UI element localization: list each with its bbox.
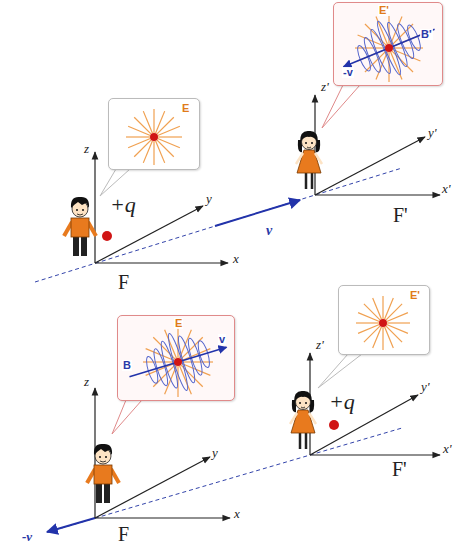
field-line	[373, 327, 382, 348]
bubble-tail	[112, 400, 142, 434]
magnetic-field-loop	[165, 332, 190, 391]
axis-label: y	[212, 446, 218, 459]
field-line	[385, 327, 394, 348]
field-line	[386, 304, 402, 320]
field-line	[387, 325, 408, 334]
axis-label: y'	[428, 126, 437, 139]
field-line	[385, 298, 394, 319]
axis-label: v	[266, 224, 272, 238]
field-line	[382, 296, 383, 319]
frame-label: +q	[329, 391, 355, 413]
field-line	[158, 126, 180, 135]
observer	[290, 391, 316, 449]
field-line	[382, 327, 383, 350]
speech-bubble: E Bv	[117, 315, 235, 401]
field-label: E	[174, 318, 183, 329]
field-line	[364, 304, 380, 320]
observer	[296, 131, 322, 189]
motion-line	[35, 168, 402, 282]
field-line	[358, 325, 379, 334]
speech-bubble: E' B' -v	[333, 2, 443, 86]
field-line	[386, 326, 402, 342]
field-line	[356, 322, 379, 323]
velocity-arrow	[47, 518, 95, 532]
field-line	[355, 47, 385, 48]
field-line	[364, 326, 380, 342]
field-label: v	[218, 334, 226, 345]
field-line	[373, 298, 382, 319]
charge	[102, 231, 112, 241]
field-line	[146, 364, 175, 376]
field-line	[182, 349, 211, 361]
axis-label: z	[84, 375, 89, 388]
charge	[379, 319, 387, 327]
field-line	[157, 140, 174, 157]
bubble-tail	[100, 169, 130, 196]
field-line	[143, 361, 174, 362]
field-line	[134, 117, 151, 134]
charge	[150, 133, 158, 141]
axis-label: x	[234, 507, 240, 520]
axis-label: y'	[421, 380, 430, 393]
axis-label: x	[233, 252, 239, 265]
speech-bubble: E	[108, 98, 200, 170]
field-line	[143, 141, 152, 163]
field-line	[134, 140, 151, 157]
axis-label: x'	[443, 442, 452, 455]
axis-label: -v	[22, 530, 32, 543]
charge	[174, 358, 182, 366]
field-label: B	[122, 360, 132, 371]
axis-label: z'	[321, 80, 329, 93]
velocity-axis	[129, 347, 226, 377]
field-line	[358, 313, 379, 322]
field-line	[143, 111, 152, 133]
axis-label: x'	[442, 182, 451, 195]
observer	[64, 197, 96, 256]
motion-line	[48, 428, 402, 532]
field-line	[156, 111, 165, 133]
bubble-tail	[318, 354, 362, 388]
field-label: E	[181, 103, 190, 114]
speech-bubble: E'	[338, 285, 430, 355]
axes	[95, 388, 230, 518]
velocity-axis	[343, 29, 434, 67]
field-line	[157, 117, 174, 134]
field-line	[156, 141, 165, 163]
frame-label: F	[118, 524, 129, 544]
field-line	[128, 139, 150, 148]
field-line	[153, 109, 154, 133]
frame-label: F	[118, 272, 129, 292]
charge	[385, 44, 393, 52]
velocity-arrow	[215, 200, 300, 226]
axis-label: y	[206, 192, 212, 205]
observer	[87, 444, 119, 503]
field-line	[158, 136, 182, 137]
field-line	[387, 313, 408, 322]
frame-label: F'	[393, 205, 408, 225]
field-label: E'	[409, 290, 421, 301]
field-line	[387, 322, 410, 323]
field-line	[158, 139, 180, 148]
axes	[310, 353, 440, 455]
field-line	[182, 361, 213, 362]
field-line	[393, 47, 423, 48]
field-line	[128, 126, 150, 135]
charge	[329, 420, 339, 430]
field-label: B'	[420, 29, 433, 40]
field-label: -v	[342, 67, 354, 78]
field-line	[153, 141, 154, 165]
frame-label: +q	[110, 194, 136, 216]
axis-label: z'	[316, 338, 324, 351]
field-line	[126, 136, 150, 137]
magnetic-field-loop	[374, 20, 403, 76]
field-label: E'	[378, 5, 390, 16]
axis-label: z	[84, 142, 89, 155]
frame-label: F'	[392, 459, 407, 479]
